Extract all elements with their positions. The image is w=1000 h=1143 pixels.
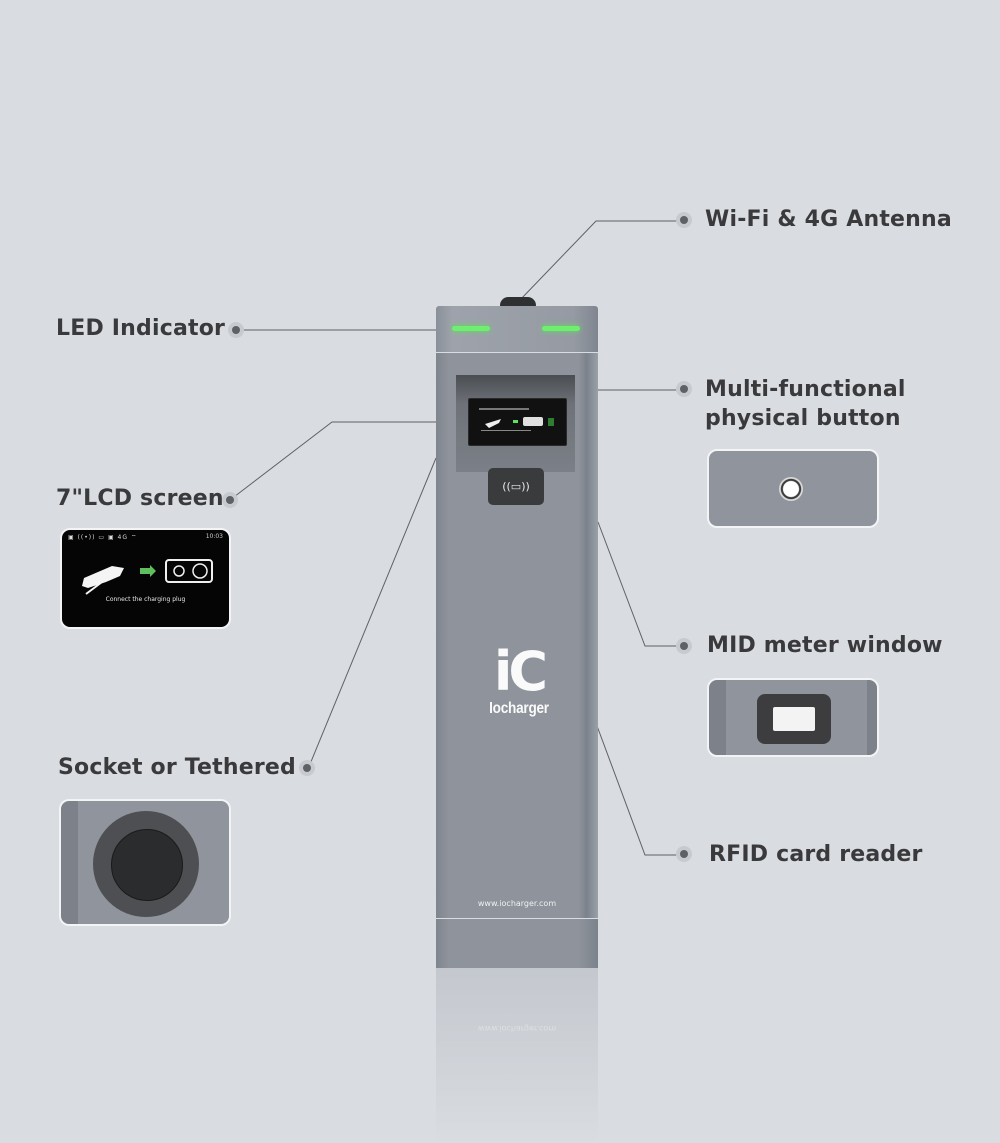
lcd-time: 10:03: [205, 533, 223, 540]
leader-wifi: [519, 220, 684, 301]
rfid-icon: ((▭)): [502, 480, 530, 493]
callout-dot-mid: [676, 638, 692, 654]
led-indicator-right: [542, 326, 580, 331]
mid-meter-window: [773, 707, 815, 731]
lcd-screen: [468, 398, 567, 446]
physical-button-detail: [707, 449, 879, 528]
socket-cap: [111, 829, 183, 901]
charger-foot: [436, 919, 598, 968]
socket-icon: [93, 811, 199, 917]
callout-dot-rfid: [676, 846, 692, 862]
brand-name: Iocharger: [489, 700, 549, 717]
label-mid-meter: MID meter window: [707, 633, 943, 658]
brand-logo: iC Iocharger: [476, 640, 562, 718]
mid-meter-detail: [707, 678, 879, 757]
label-rfid-reader: RFID card reader: [709, 842, 923, 867]
physical-button-icon: [779, 477, 803, 501]
charger-top-cap: [436, 306, 598, 352]
callout-dot-socket: [299, 760, 315, 776]
led-indicator-left: [452, 326, 490, 331]
label-lcd-screen: 7"LCD screen: [56, 486, 224, 511]
antenna-icon: [500, 297, 536, 307]
label-physical-button-line1: Multi-functional: [705, 377, 906, 402]
brand-url: www.iocharger.com: [477, 899, 557, 908]
lcd-screen-detail: ▣ ((•)) ▭ ▣ 4G ⌔ 10:03 Connect the charg…: [60, 528, 231, 629]
callout-dot-lcd: [222, 492, 238, 508]
label-physical-button-line2: physical button: [705, 406, 901, 431]
callout-dot-button: [676, 381, 692, 397]
leader-lcd: [229, 421, 470, 501]
label-led-indicator: LED Indicator: [56, 316, 226, 341]
plug-to-socket-icon: [82, 559, 213, 595]
brand-mark: iC: [493, 640, 548, 703]
leader-mid: [597, 521, 684, 647]
lcd-status-icons: ▣ ((•)) ▭ ▣ 4G ⌔: [68, 534, 138, 541]
mid-meter-frame: [757, 694, 831, 744]
rfid-card-reader: ((▭)): [488, 468, 544, 505]
lcd-screen-content-icon: [479, 408, 554, 431]
callout-dot-wifi: [676, 212, 692, 228]
ev-charger: ((▭)) iC Iocharger www.iocharger.com: [436, 306, 598, 968]
label-wifi-antenna: Wi-Fi & 4G Antenna: [705, 207, 952, 232]
reflection-url: www.iocharger.com: [477, 1024, 557, 1033]
lcd-message: Connect the charging plug: [105, 596, 186, 603]
charger-reflection: www.iocharger.com: [436, 968, 598, 1143]
callout-dot-led: [228, 322, 244, 338]
label-socket-tethered: Socket or Tethered: [58, 755, 296, 780]
leader-socket: [307, 457, 437, 770]
socket-detail: [59, 799, 231, 926]
